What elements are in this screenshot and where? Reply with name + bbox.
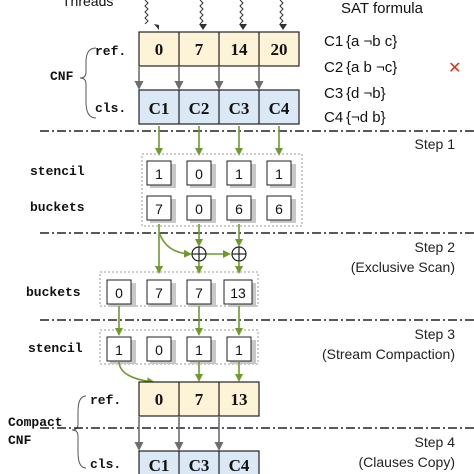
compact-ref-row: 0 7 13 <box>138 381 260 417</box>
cnf-ref-cell: 7 <box>195 40 204 59</box>
stencil-cell: 0 <box>155 342 163 358</box>
stencil-cell: 1 <box>275 166 283 182</box>
step4-label: Step 4 <box>415 434 456 450</box>
thread-arrow <box>239 0 244 25</box>
bucket-cell: 0 <box>195 201 203 217</box>
scan-cell: 7 <box>155 285 163 301</box>
step3-label: Step 3 <box>415 326 456 342</box>
compact-ref-cell: 0 <box>155 390 164 409</box>
step1-stencil-row: 1 0 1 1 <box>146 160 296 188</box>
bucket-cell: 7 <box>155 201 163 217</box>
add-operator <box>231 246 247 262</box>
sat-clause-4-literals: {¬d b} <box>346 109 386 126</box>
compaction-arrows <box>115 306 243 386</box>
sat-clause-2-literals: {a b ¬c} <box>346 59 397 76</box>
cnf-ref-cell: 14 <box>231 40 249 59</box>
compact-ref-cell: 7 <box>195 390 204 409</box>
sat-clause-1-literals: {a ¬b c} <box>346 33 397 50</box>
cnf-cls-cell: C3 <box>229 99 250 118</box>
step1-buckets-row: 7 0 6 6 <box>146 195 296 223</box>
sat-clause-4-name: C4 <box>324 109 343 126</box>
thread-arrowhead <box>154 20 159 30</box>
cnf-cls-cell: C2 <box>189 99 210 118</box>
cnf-ref-label: ref. <box>95 44 126 59</box>
thread-arrow <box>279 0 284 25</box>
stencil-cell: 1 <box>155 166 163 182</box>
compact-cls-cell: C4 <box>229 456 250 474</box>
step1-group-frame <box>141 153 303 227</box>
step2-sublabel: (Exclusive Scan) <box>351 259 455 275</box>
thread-arrowhead <box>239 24 247 30</box>
stencil-cell: 1 <box>235 342 243 358</box>
step1-buckets-label: buckets <box>30 200 85 215</box>
compact-ref-cell: 13 <box>231 390 248 409</box>
step2-buckets-label: buckets <box>26 285 81 300</box>
step1-label: Step 1 <box>415 136 456 152</box>
compact-label-line2: CNF <box>8 433 32 448</box>
sat-clause-3-literals: {d ¬b} <box>346 85 386 102</box>
cnf-label: CNF <box>50 69 74 84</box>
sat-clause-2-name: C2 <box>324 59 343 76</box>
stencil-cell: 1 <box>115 342 123 358</box>
step3-stencil-row: 1 0 1 1 <box>106 336 256 364</box>
cnf-cls-cell: C1 <box>149 99 170 118</box>
thread-arrowhead <box>279 24 287 30</box>
compact-brace <box>71 395 87 469</box>
cnf-cls-row: C1 C2 C3 C4 <box>138 89 300 125</box>
compact-cls-cell: C1 <box>149 456 170 474</box>
scan-cell: 7 <box>195 285 203 301</box>
threads-label: Threads <box>62 0 113 9</box>
thread-arrowhead <box>199 24 207 30</box>
compact-cls-cell: C3 <box>189 456 210 474</box>
cnf-brace <box>79 47 97 119</box>
compact-ref-label: ref. <box>90 393 121 408</box>
sat-clause-3-name: C3 <box>324 85 343 102</box>
step2-buckets-row: 0 7 7 13 <box>106 279 256 307</box>
step3-sublabel: (Stream Compaction) <box>322 346 455 362</box>
stencil-cell: 1 <box>235 166 243 182</box>
step1-stencil-label: stencil <box>30 164 85 179</box>
cnf-ref-cell: 20 <box>271 40 288 59</box>
bucket-cell: 6 <box>235 201 243 217</box>
sat-title: SAT formula <box>341 0 424 17</box>
thread-arrow <box>144 0 149 25</box>
step3-stencil-label: stencil <box>28 341 83 356</box>
cnf-ref-row: 0 7 14 20 <box>138 31 300 67</box>
thread-arrows <box>144 0 284 25</box>
cnf-cls-label: cls. <box>95 101 126 116</box>
cnf-cls-cell: C4 <box>269 99 290 118</box>
compact-label-line1: Compact <box>8 415 63 430</box>
compact-ref-row-box <box>138 381 260 417</box>
scan-cell: 0 <box>115 285 123 301</box>
sat-clause-1-name: C1 <box>324 33 343 50</box>
unsatisfied-cross-icon: ✕ <box>448 58 461 77</box>
step2-label: Step 2 <box>415 239 456 255</box>
sat-clause-list: C1 {a ¬b c} C2 {a b ¬c} ✕ C3 {d ¬b} C4 {… <box>324 33 461 126</box>
step4-sublabel: (Clauses Copy) <box>359 454 455 470</box>
compact-cls-label: cls. <box>90 457 121 472</box>
stencil-cell: 1 <box>195 342 203 358</box>
bucket-cell: 6 <box>275 201 283 217</box>
thread-arrow <box>199 0 204 25</box>
compact-cls-row: C1 C3 C4 <box>138 450 260 474</box>
scan-arrows <box>155 224 243 274</box>
cnf-ref-cell: 0 <box>155 40 164 59</box>
stencil-cell: 0 <box>195 166 203 182</box>
add-operator <box>191 246 207 262</box>
scan-cell: 13 <box>230 285 246 301</box>
compact-cls-row-box <box>138 450 260 474</box>
